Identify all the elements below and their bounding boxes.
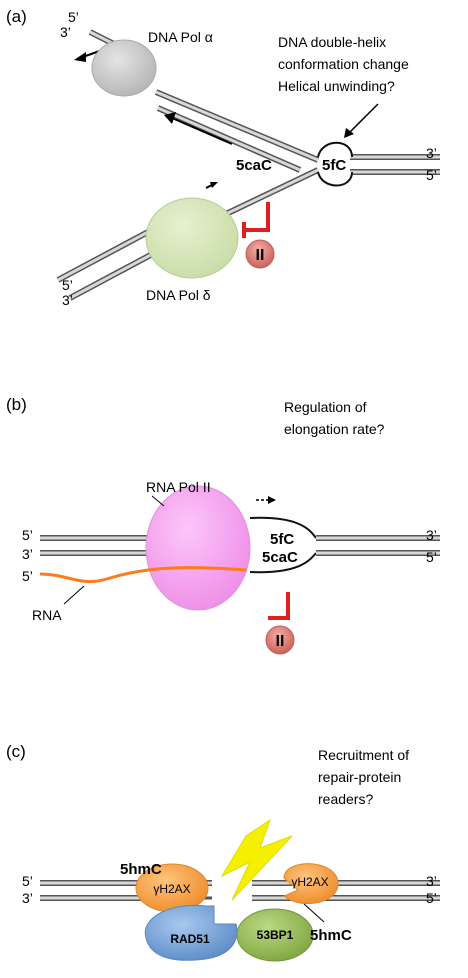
small-arrow [205,182,218,189]
mod-right-5hmc: 5hmC [310,927,352,944]
53bp1-label: 53BP1 [257,928,294,942]
note-line-2: repair-protein [318,769,401,785]
left-duplex [40,535,160,556]
end-3-left: 3’ [22,546,33,562]
end-5-right: 5’ [426,890,437,906]
note-line-2: elongation rate? [284,421,385,437]
pointer-arrow [344,103,379,138]
53bp1-shape [236,908,314,962]
end-5-left: 5’ [22,527,33,543]
stop-symbol [268,592,290,620]
panel-c: (c) Recruitment of repair-protein reader… [6,742,440,962]
rna-pointer [63,585,85,605]
dna-pol-delta-shape [145,197,239,279]
rad51-label: RAD51 [170,932,210,946]
end-5-top: 5’ [68,9,79,25]
note-line-3: Helical unwinding? [278,78,395,94]
note-line-3: readers? [318,791,373,807]
h2ax-right-label: γH2AX [291,875,328,889]
end-3-top: 3’ [60,24,71,40]
mod-5fc: 5fC [270,531,294,548]
end-3-left: 3’ [22,890,33,906]
end-5-right: 5’ [426,549,437,565]
lower-dna-arm [56,167,320,301]
rna-strand [39,566,247,584]
right-duplex [350,154,440,175]
note-line-1: Recruitment of [318,747,409,763]
right-5hmc-pointer [303,903,325,923]
rna-label: RNA [32,607,62,623]
upper-dna-arm [88,29,320,173]
rad51-shape [144,904,238,961]
panel-b: (b) Regulation of elongation rate? [6,395,440,655]
stop-symbol [242,202,270,238]
unwinding-bubble [317,141,353,187]
pol-alpha-label: DNA Pol α [148,29,213,45]
rna-pol-label: RNA Pol II [146,479,211,495]
right-broken-duplex [252,880,440,901]
mod-5cac: 5caC [236,157,272,174]
panel-c-letter: (c) [6,742,26,761]
panel-a: (a) [6,7,440,308]
direction-arrow [256,496,276,504]
note-line-2: conformation change [278,56,409,72]
badge-text: II [276,633,285,650]
rna-pol-pointer [151,495,165,507]
mod-5cac: 5caC [262,549,298,566]
rna-pol-ii-shape [145,485,251,611]
pol-ii-badge: II [245,239,275,269]
end-3-right: 3’ [426,145,437,161]
end-5-bottom: 5’ [62,277,73,293]
badge-text: II [256,247,265,264]
dna-pol-alpha-shape [91,39,157,97]
end-3-right: 3’ [426,873,437,889]
end-5-right: 5’ [426,167,437,183]
h2ax-left-label: γH2AX [153,882,190,896]
end-3-bottom: 3’ [62,292,73,308]
lightning-icon [220,818,293,901]
end-5-left: 5’ [22,873,33,889]
panel-b-letter: (b) [6,395,27,414]
end-3-right: 3’ [426,527,437,543]
h2ax-right-shape [283,863,339,905]
transcription-bubble [249,516,440,574]
panel-a-letter: (a) [6,7,27,26]
rna-5-end: 5’ [22,568,33,584]
pol-ii-badge: II [265,625,295,655]
mod-5fc: 5fC [322,157,346,174]
note-line-1: Regulation of [284,399,367,415]
mod-left-5hmc: 5hmC [120,861,162,878]
pol-delta-label: DNA Pol δ [146,287,211,303]
note-line-1: DNA double-helix [278,34,386,50]
